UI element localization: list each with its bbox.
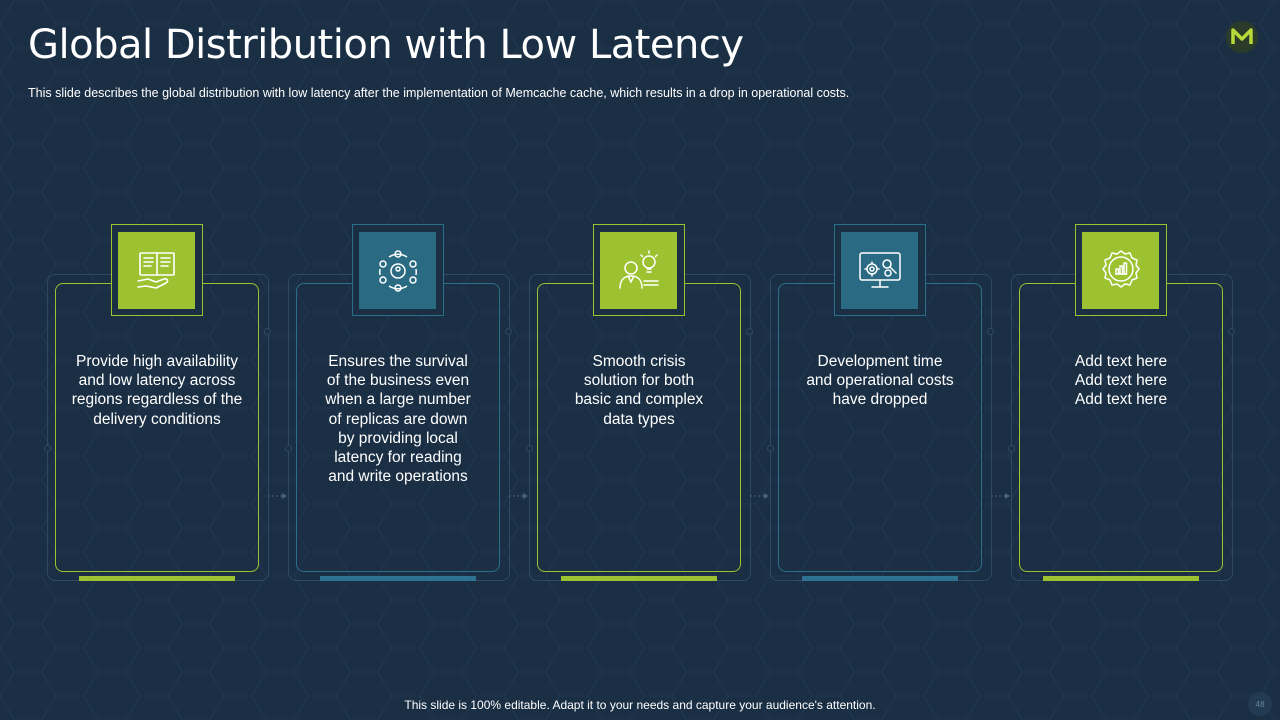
frame-dot (264, 328, 271, 335)
frame-dot (767, 445, 774, 452)
card-bottom-bar (320, 576, 476, 581)
feature-card-3: Smooth crisis solution for both basic an… (526, 224, 753, 582)
card-text: Add text here Add text here Add text her… (1074, 353, 1168, 409)
brand-logo (1226, 21, 1258, 53)
card-text: Development time and operational costs h… (806, 353, 954, 409)
arrow-right-icon (509, 493, 528, 499)
frame-dot (526, 445, 533, 452)
arrow-right-icon (991, 493, 1010, 499)
frame-dot (1008, 445, 1015, 452)
person-idea-icon (618, 249, 659, 289)
arrow-right-icon (750, 493, 769, 499)
card-icon-tile (600, 232, 677, 309)
feature-card-2: Ensures the survival of the business eve… (285, 224, 512, 582)
card-icon-tile (1082, 232, 1159, 309)
card-bottom-bar (1043, 576, 1199, 581)
feature-card-5: Add text here Add text here Add text her… (1008, 224, 1235, 582)
feature-card-4: Development time and operational costs h… (767, 224, 994, 582)
card-icon-frame (1075, 224, 1167, 316)
slide-subtitle: This slide describes the global distribu… (28, 86, 850, 100)
card-bottom-bar (79, 576, 235, 581)
arrow-right-icon (268, 493, 287, 499)
card-icon-tile (118, 232, 195, 309)
frame-dot (285, 445, 292, 452)
frame-dot (746, 328, 753, 335)
card-bottom-bar (802, 576, 958, 581)
logo-m-icon (1231, 28, 1253, 44)
page-number: 48 (1248, 692, 1272, 716)
card-icon-tile (841, 232, 918, 309)
slide-footer: This slide is 100% editable. Adapt it to… (404, 698, 876, 712)
feature-card-1: Provide high availability and low latenc… (44, 224, 271, 582)
card-icon-frame (834, 224, 926, 316)
badge-chart-icon (1101, 249, 1140, 288)
frame-dot (505, 328, 512, 335)
book-hand-icon (136, 251, 175, 289)
slide-title: Global Distribution with Low Latency (28, 22, 744, 68)
card-bottom-bar (561, 576, 717, 581)
frame-dot (1228, 328, 1235, 335)
card-icon-frame (593, 224, 685, 316)
card-inner-frame (778, 283, 982, 572)
card-text: Smooth crisis solution for both basic an… (574, 353, 704, 428)
card-text: Ensures the survival of the business eve… (325, 353, 471, 486)
card-icon-frame (352, 224, 444, 316)
card-inner-frame (1019, 283, 1223, 572)
card-text: Provide high availability and low latenc… (71, 353, 243, 428)
card-icon-tile (359, 232, 436, 309)
frame-dot (44, 445, 51, 452)
frame-dot (987, 328, 994, 335)
monitor-gears-icon (858, 251, 901, 288)
network-people-icon (378, 249, 417, 292)
card-icon-frame (111, 224, 203, 316)
